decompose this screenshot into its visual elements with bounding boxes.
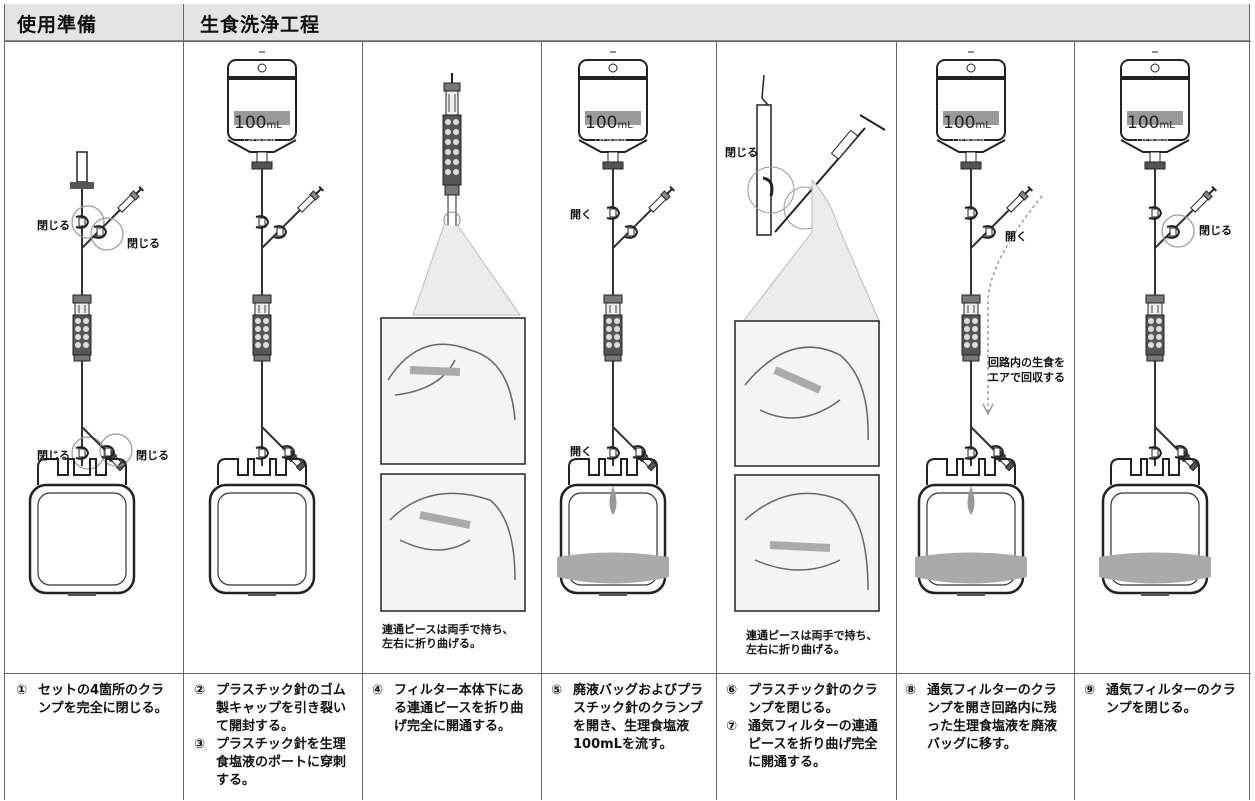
callout-close: 閉じる bbox=[127, 237, 160, 250]
svg-text:生理食塩液: 生理食塩液 bbox=[241, 134, 276, 143]
fold-note: 連通ピースは両手で持ち、 左右に折り曲げる。 bbox=[382, 623, 514, 650]
illustrations: 閉じる 閉じる 閉じる 閉じる 100mL 生理食塩液 bbox=[28, 51, 1232, 612]
callout-close: 閉じる bbox=[136, 449, 169, 462]
header-wash-label: 生食洗浄工程 bbox=[200, 14, 321, 36]
illustration-step-4 bbox=[380, 73, 526, 612]
callout-close: 閉じる bbox=[37, 219, 70, 232]
illustration-step-6-7: 閉じる bbox=[725, 74, 886, 612]
callout-recover: 回路内の生食を bbox=[988, 355, 1065, 369]
svg-text:生理食塩液: 生理食塩液 bbox=[950, 134, 985, 143]
svg-text:100mL: 100mL bbox=[1127, 113, 1175, 133]
illustration-step-8: 100mL 生理食塩液 開く 回路内の生食を エアで回収する bbox=[915, 51, 1065, 598]
illustration-step-9: 100mL 生理食塩液 閉じる bbox=[1099, 51, 1232, 598]
svg-text:生理食塩液: 生理食塩液 bbox=[1134, 134, 1169, 143]
column-divider bbox=[541, 41, 542, 800]
callout-recover: エアで回収する bbox=[988, 370, 1065, 384]
column-divider bbox=[1074, 41, 1075, 800]
header-wash: 生食洗浄工程 bbox=[184, 4, 1249, 41]
column-divider bbox=[716, 41, 717, 800]
svg-text:100mL: 100mL bbox=[585, 113, 633, 133]
column-divider bbox=[896, 41, 897, 800]
caption-divider bbox=[4, 673, 1251, 674]
callout-open: 開く bbox=[1005, 230, 1027, 243]
illustration-step-1: 閉じる 閉じる 閉じる 閉じる bbox=[28, 151, 169, 598]
fold-note: 連通ピースは両手で持ち、 左右に折り曲げる。 bbox=[746, 629, 878, 656]
callout-close: 閉じる bbox=[37, 449, 70, 462]
callout-close: 閉じる bbox=[1199, 224, 1232, 237]
illustration-step-2-3: 100mL 生理食塩液 bbox=[208, 51, 326, 598]
header-prep: 使用準備 bbox=[5, 4, 183, 41]
header-divider bbox=[4, 41, 1251, 42]
callout-close: 閉じる bbox=[725, 146, 758, 159]
callout-open: 開く bbox=[570, 208, 592, 221]
callout-open: 開く bbox=[570, 445, 592, 458]
svg-text:100mL: 100mL bbox=[943, 113, 991, 133]
svg-text:生理食塩液: 生理食塩液 bbox=[592, 134, 627, 143]
svg-text:100mL: 100mL bbox=[234, 113, 282, 133]
illustration-step-5: 100mL 生理食塩液 開く 開く bbox=[557, 51, 677, 598]
column-divider bbox=[362, 41, 363, 800]
header-prep-label: 使用準備 bbox=[17, 14, 98, 36]
column-divider bbox=[183, 4, 184, 800]
